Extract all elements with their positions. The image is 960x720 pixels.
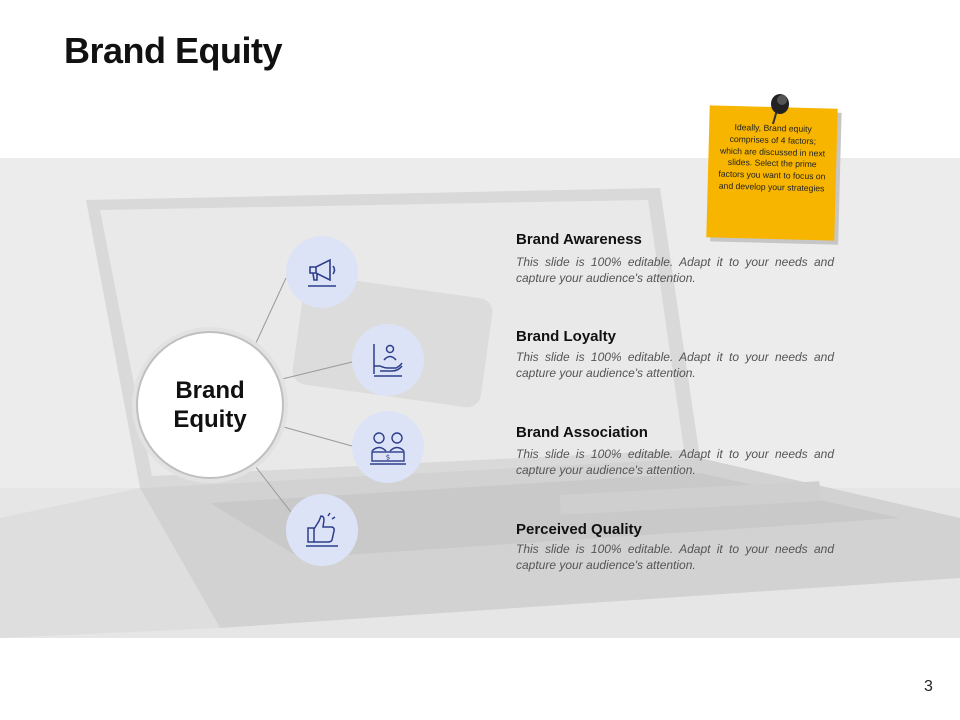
item-desc-association: This slide is 100% editable. Adapt it to… <box>516 447 834 477</box>
awareness-node <box>286 236 358 308</box>
item-title-association: Brand Association <box>516 424 648 441</box>
svg-text:$: $ <box>386 454 390 462</box>
association-node: $ <box>352 411 424 483</box>
megaphone-icon <box>308 258 336 287</box>
pushpin-icon <box>771 94 789 125</box>
hand-person-icon <box>373 344 403 377</box>
item-desc-awareness: This slide is 100% editable. Adapt it to… <box>516 255 834 285</box>
loyalty-node <box>352 324 424 396</box>
item-desc-quality: This slide is 100% editable. Adapt it to… <box>516 542 834 572</box>
center-label: Brand Equity <box>173 377 247 433</box>
item-title-loyalty: Brand Loyalty <box>516 328 617 345</box>
quality-node <box>286 494 358 566</box>
thumbs-up-icon <box>306 512 338 547</box>
item-title-awareness: Brand Awareness <box>516 231 642 248</box>
item-desc-loyalty: This slide is 100% editable. Adapt it to… <box>516 350 834 380</box>
sticky-note-text: Ideally, Brand equity comprises of 4 fac… <box>718 122 826 194</box>
item-title-quality: Perceived Quality <box>516 521 642 538</box>
people-deal-icon: $ <box>370 432 406 465</box>
center-hub: Brand Equity <box>136 331 284 479</box>
page-title: Brand Equity <box>64 30 283 71</box>
page-number: 3 <box>924 678 933 695</box>
